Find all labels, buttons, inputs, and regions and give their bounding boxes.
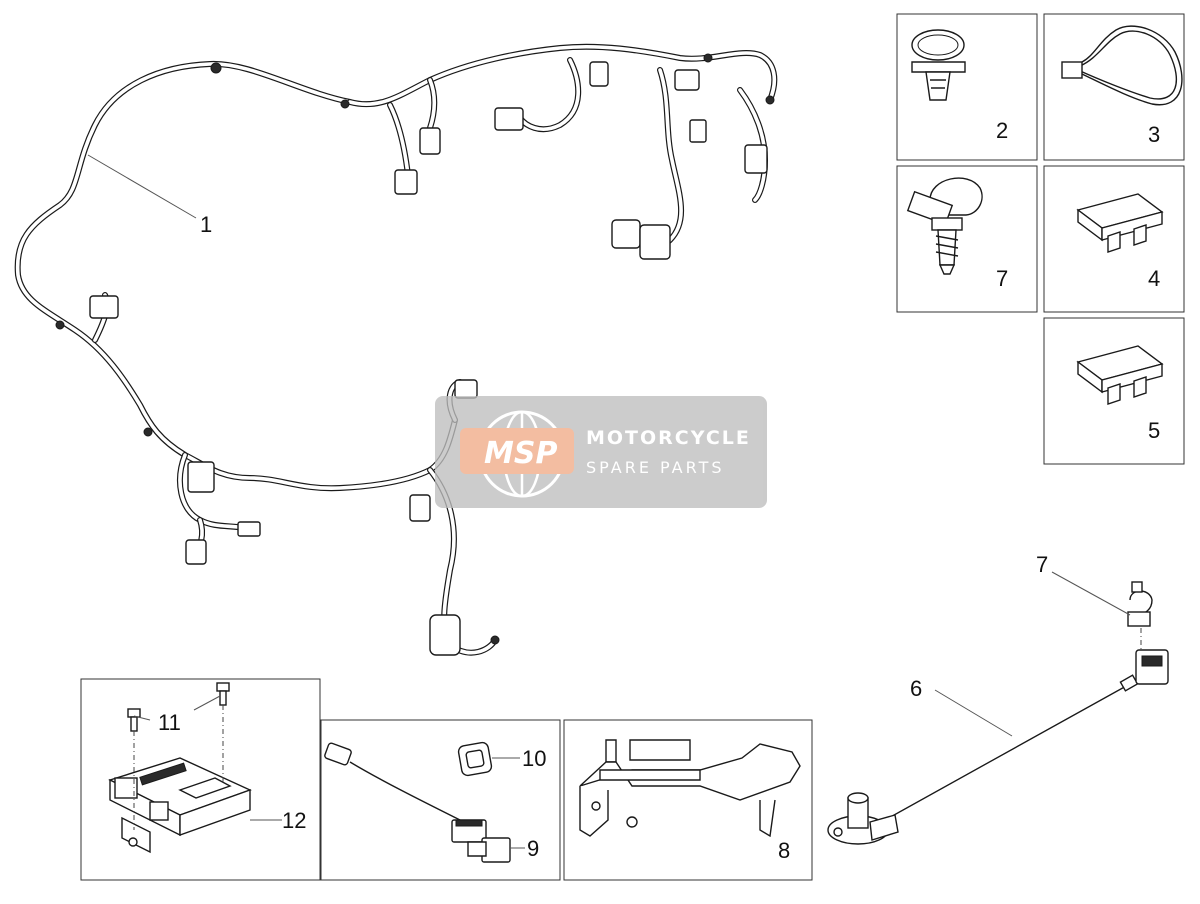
callout-7-box: 7 — [996, 266, 1008, 291]
watermark: MSP MOTORCYCLE SPARE PARTS — [435, 396, 767, 508]
callout-4: 4 — [1148, 266, 1160, 291]
cable-part-9 — [324, 742, 511, 863]
watermark-subtitle: SPARE PARTS — [586, 458, 725, 477]
fuse-part-4 — [1076, 193, 1164, 253]
callout-9: 9 — [527, 836, 539, 861]
callout-1: 1 — [200, 212, 212, 237]
callout-6: 6 — [910, 676, 922, 701]
callout-3: 3 — [1148, 122, 1160, 147]
cable-tie-part-3 — [1061, 25, 1183, 106]
callout-2: 2 — [996, 118, 1008, 143]
sensor-cable-part-6 — [827, 649, 1169, 845]
bracket-part-8 — [579, 739, 801, 838]
callout-8: 8 — [778, 838, 790, 863]
callout-11: 11 — [158, 710, 181, 735]
mounting-clip-part-7-exploded — [1127, 581, 1153, 650]
callout-12: 12 — [282, 808, 306, 833]
callout-10: 10 — [522, 746, 546, 771]
callout-5: 5 — [1148, 418, 1160, 443]
screws-part-11 — [127, 682, 230, 830]
watermark-logo: MSP — [484, 436, 557, 471]
watermark-title: MOTORCYCLE — [586, 427, 751, 449]
cable-clip-part-2 — [911, 29, 966, 101]
wiring-harness-part-1 — [14, 43, 778, 656]
grommet-part-10 — [457, 741, 493, 777]
callout-7-exploded: 7 — [1036, 552, 1048, 577]
fuse-part-5 — [1076, 345, 1164, 405]
control-unit-part-12 — [108, 757, 252, 854]
mounting-clip-part-7 — [906, 177, 983, 275]
